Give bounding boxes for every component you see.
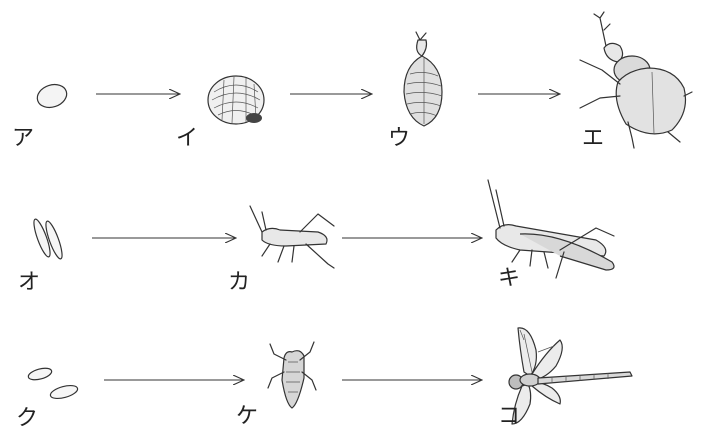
- stage-label-ka: カ: [228, 272, 250, 294]
- grasshopper-eggs-icon: [31, 218, 65, 261]
- beetle-larva-icon: [208, 76, 264, 124]
- dragonfly-nymph-icon: [268, 342, 316, 408]
- dragonfly-adult-icon: [509, 328, 632, 424]
- stage-label-o: オ: [18, 272, 40, 294]
- stage-label-ki: キ: [498, 268, 520, 290]
- grasshopper-nymph-icon: [250, 206, 334, 268]
- stage-label-ke: ケ: [236, 406, 258, 428]
- stage-label-e: エ: [582, 128, 604, 150]
- beetle-egg-icon: [34, 81, 69, 111]
- grasshopper-adult-icon: [488, 180, 614, 278]
- dragonfly-eggs-icon: [27, 366, 79, 401]
- stage-label-u: ウ: [388, 128, 410, 150]
- stage-label-ku: ク: [16, 408, 38, 430]
- beetle-pupa-icon: [404, 32, 442, 126]
- stage-label-i: イ: [176, 128, 198, 150]
- stage-label-ko: コ: [498, 406, 520, 428]
- stage-label-a: ア: [12, 128, 34, 150]
